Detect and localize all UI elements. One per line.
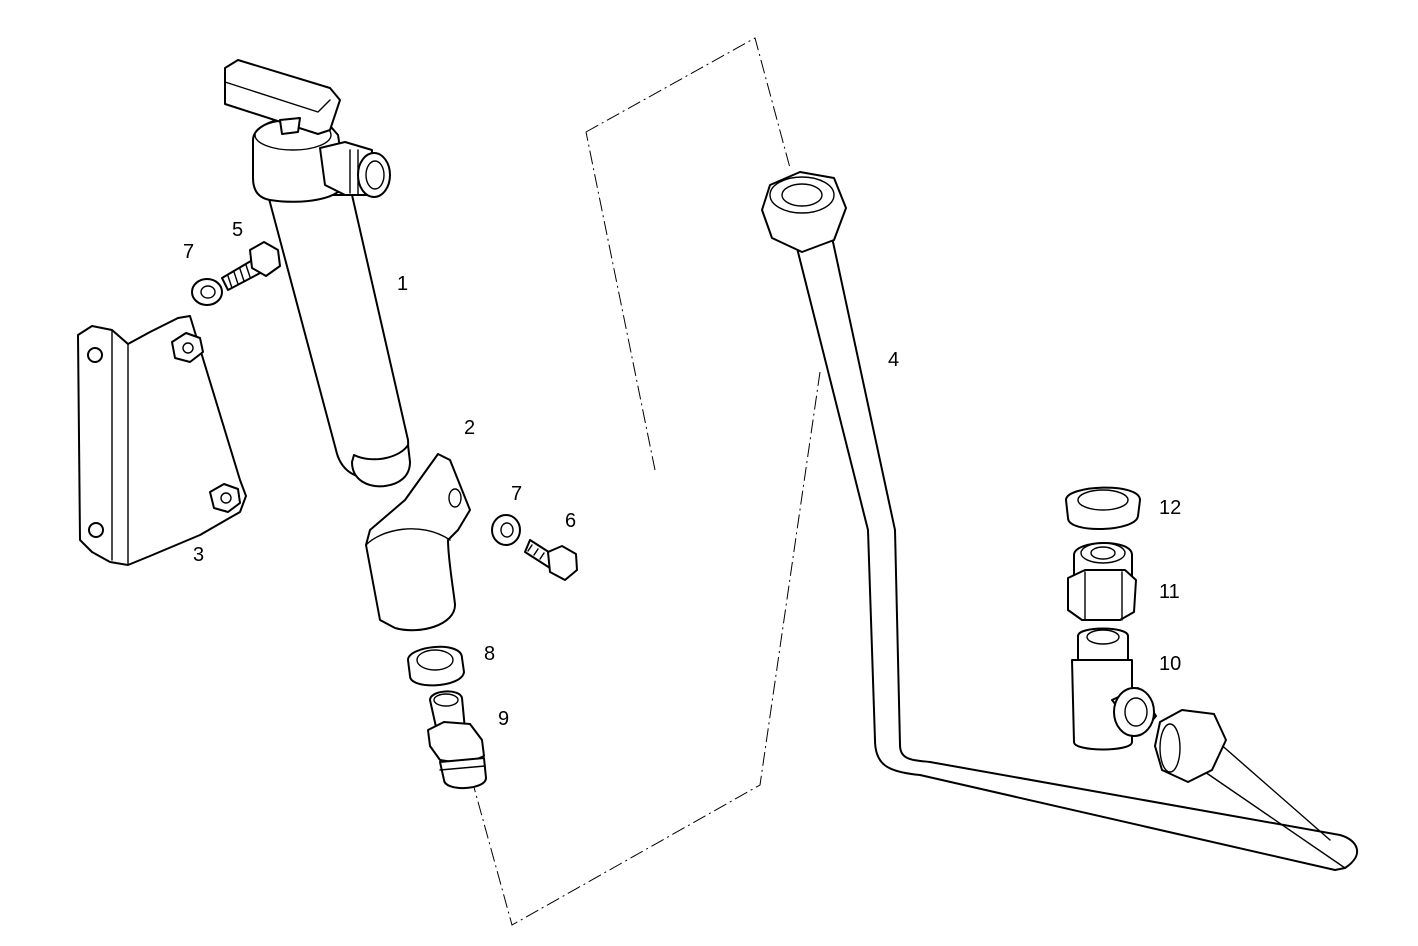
callout-3-label: 3 bbox=[193, 544, 204, 566]
part-1-hydraulic-cylinder[interactable] bbox=[224, 59, 411, 488]
part-9-union-fitting[interactable] bbox=[427, 690, 487, 790]
callout-7-label-lower: 7 bbox=[511, 483, 522, 505]
callout-11-label: 11 bbox=[1159, 581, 1180, 603]
part-11-adapter-fitting[interactable] bbox=[1067, 542, 1137, 621]
part-7-washer-upper[interactable] bbox=[191, 278, 223, 306]
callout-2-label: 2 bbox=[464, 417, 475, 439]
callout-6-label: 6 bbox=[565, 510, 576, 532]
assembly-boundary-line bbox=[471, 37, 821, 926]
part-12-seal-ring[interactable] bbox=[1065, 486, 1141, 531]
part-5-bolt[interactable] bbox=[221, 241, 281, 291]
callout-1-label: 1 bbox=[397, 273, 408, 295]
part-10-tee-fitting[interactable] bbox=[1071, 627, 1157, 751]
callout-8-label: 8 bbox=[484, 643, 495, 665]
part-3-mounting-bracket[interactable] bbox=[77, 315, 247, 566]
callout-9-label: 9 bbox=[498, 708, 509, 730]
part-6-bolt[interactable] bbox=[524, 539, 578, 581]
part-8-seal-ring[interactable] bbox=[407, 645, 465, 687]
callout-4-label: 4 bbox=[888, 349, 899, 371]
part-4-hydraulic-pipe[interactable] bbox=[761, 171, 1358, 871]
callout-10-label: 10 bbox=[1159, 653, 1181, 675]
part-7-washer-lower[interactable] bbox=[491, 514, 521, 546]
callout-7-label-upper: 7 bbox=[183, 241, 194, 263]
callout-12-label: 12 bbox=[1159, 497, 1181, 519]
part-2-clamp[interactable] bbox=[365, 453, 471, 632]
callout-5-label: 5 bbox=[232, 219, 243, 241]
